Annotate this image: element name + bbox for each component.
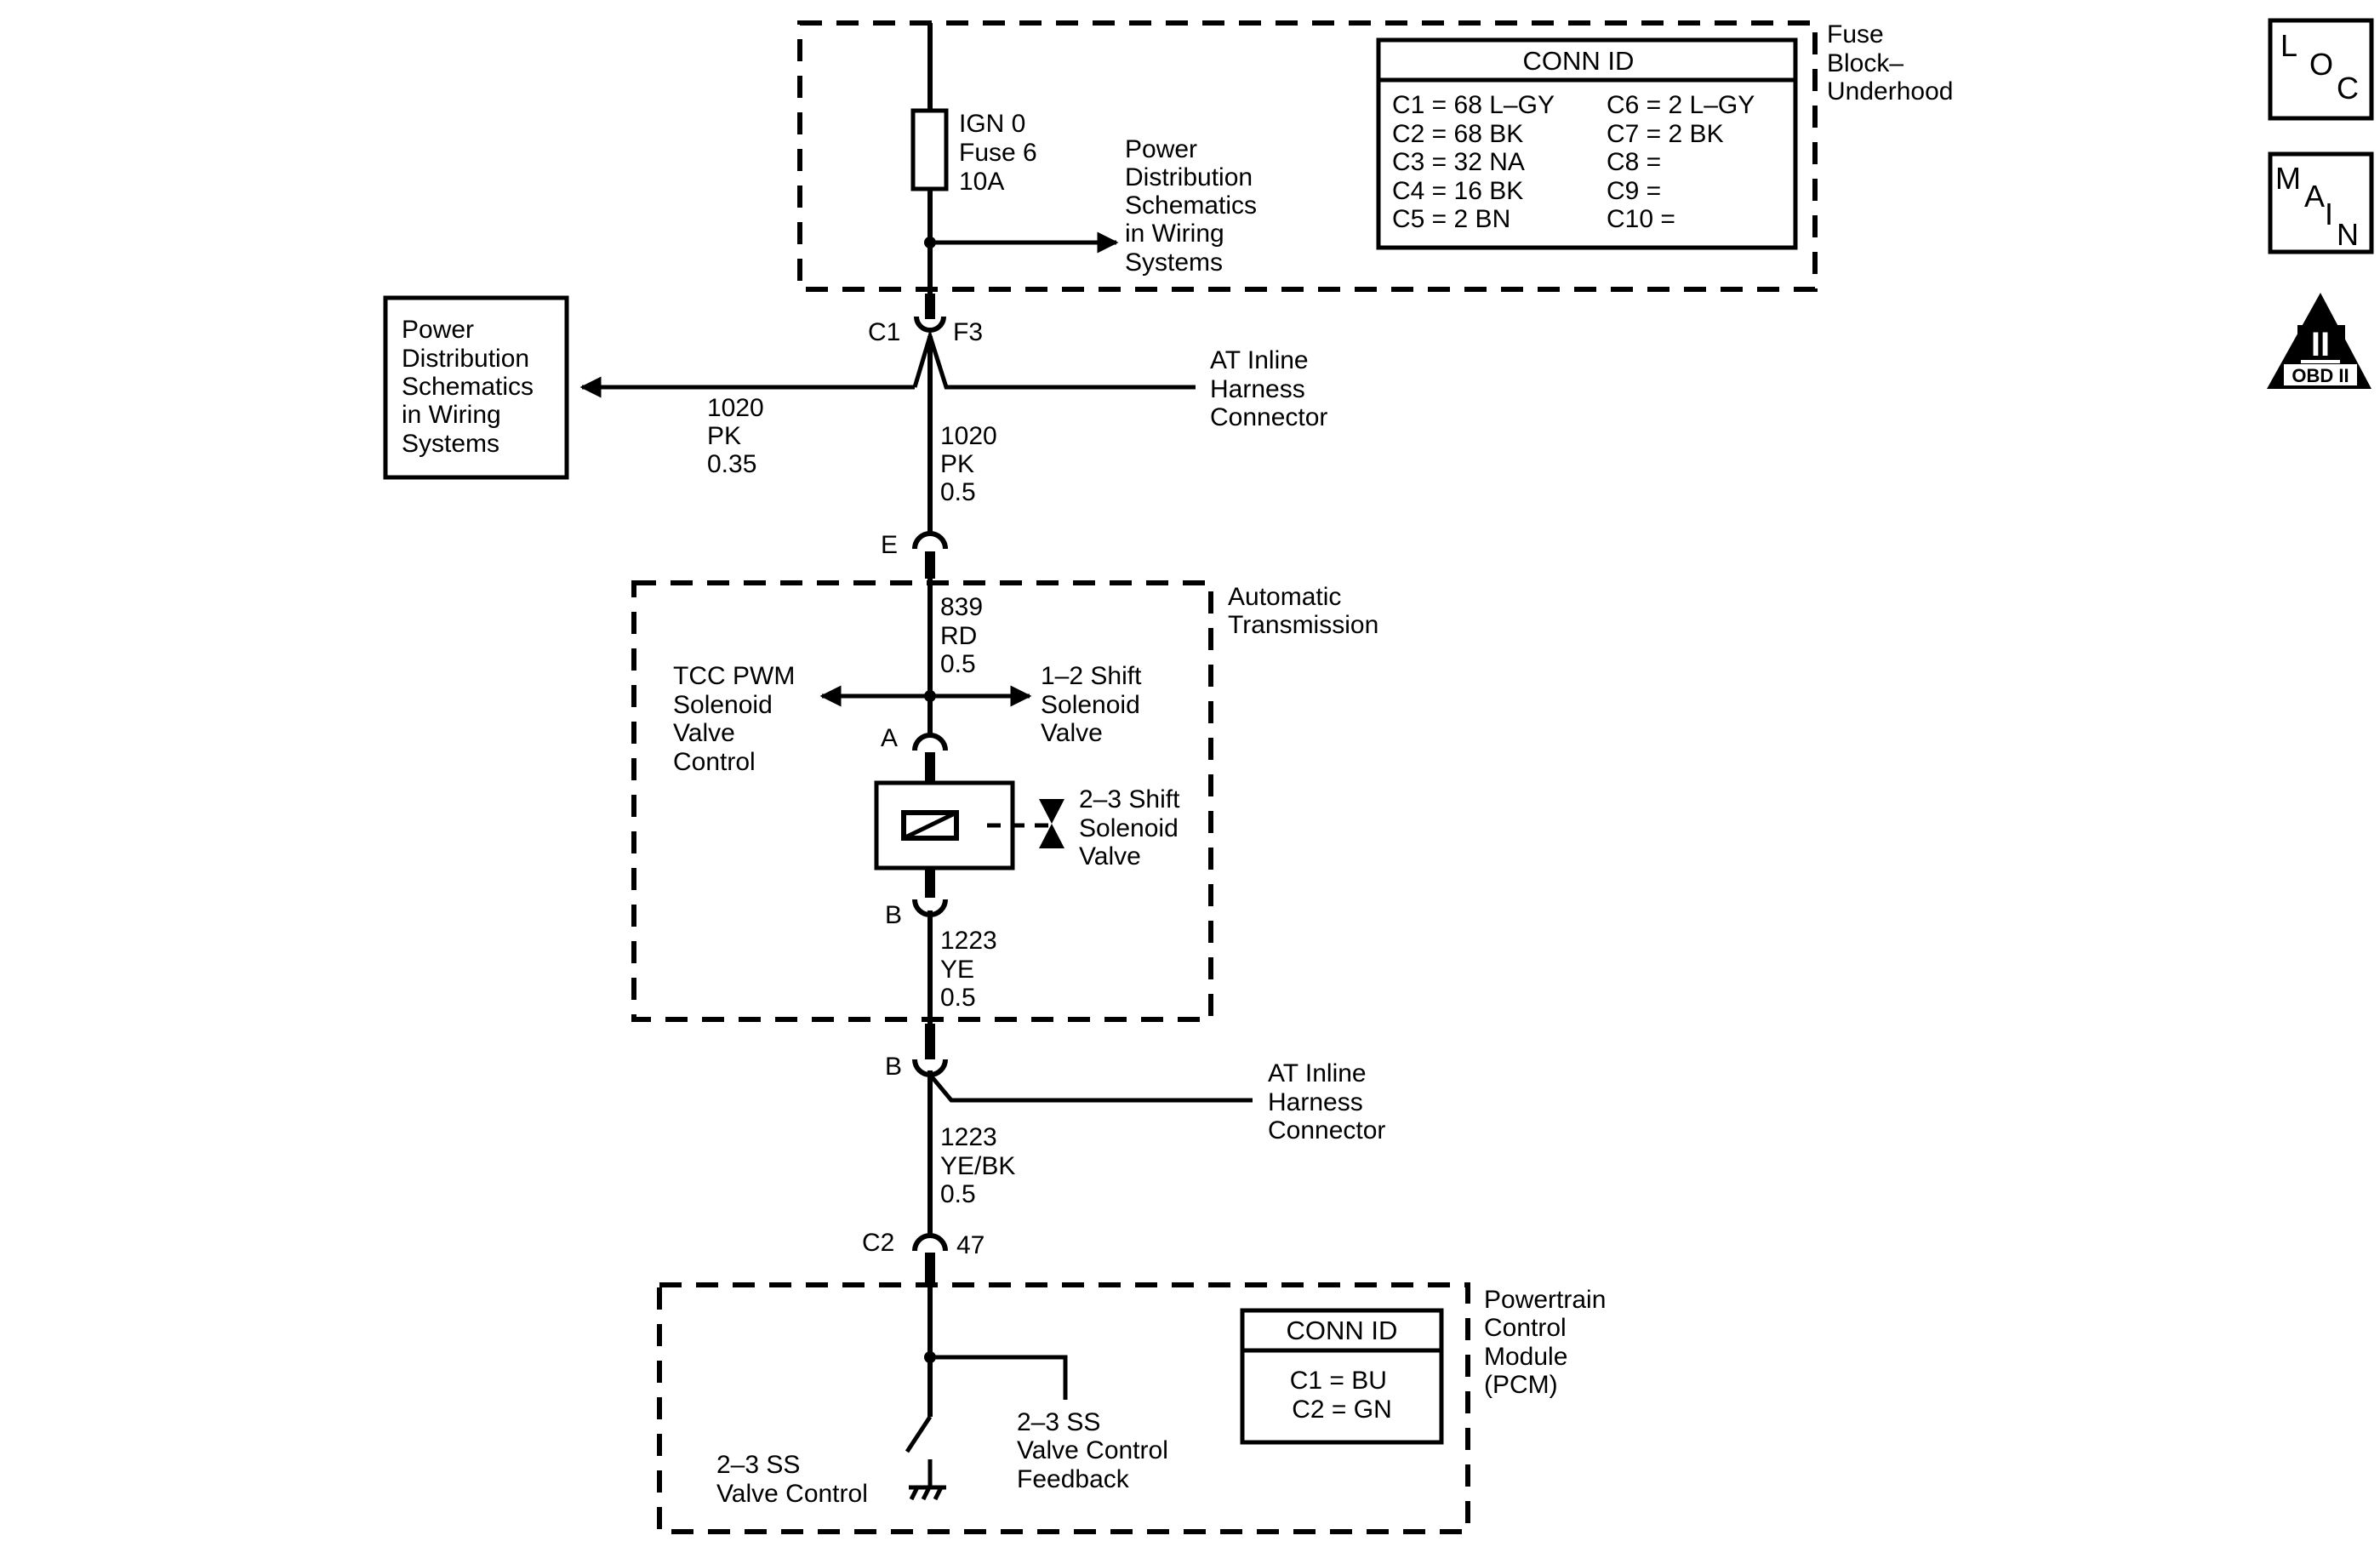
valve-control-feedback-label: 2–3 SS Valve Control Feedback (1017, 1408, 1175, 1493)
wire-1020-main-label: 1020 PK 0.5 (940, 422, 1004, 506)
at-inline-harness-label-1: AT Inline Harness Connector (1210, 346, 1327, 431)
automatic-transmission: Automatic Transmission 839 RD 0.5 TCC PW… (631, 580, 1378, 1022)
at-inline-harness-branch-2 (928, 1073, 1253, 1103)
connector-a-label: A (881, 724, 898, 752)
connector-e-label: E (881, 531, 898, 559)
svg-text:I: I (2325, 197, 2333, 231)
shift-12-label: 1–2 Shift Solenoid Valve (1041, 662, 1149, 747)
main-icon[interactable]: M A I N (2268, 151, 2374, 254)
power-distribution-box-left[interactable]: Power Distribution Schematics in Wiring … (383, 295, 569, 480)
connector-c2-label: C2 (862, 1229, 894, 1257)
fuse-block-conn-id-table: CONN ID C1 = 68 L–GY C2 = 68 BK C3 = 32 … (1376, 37, 1798, 250)
connector-f3-label: F3 (953, 318, 983, 346)
feedback-wire (930, 1355, 1068, 1400)
obd-ii-icon[interactable]: II OBD II (2267, 293, 2371, 389)
shift-23-label: 2–3 Shift Solenoid Valve (1079, 785, 1187, 870)
solenoid-coil-diagonal (902, 810, 958, 841)
wire-1020-left-label: 1020 PK 0.35 (707, 394, 771, 478)
connector-b-harness[interactable]: B (885, 1024, 948, 1081)
svg-text:L: L (2280, 28, 2297, 63)
svg-text:II: II (2311, 326, 2330, 363)
wire-1223-label: 1223 YE 0.5 (940, 927, 1004, 1012)
fuse-label: IGN 0 Fuse 6 10A (959, 110, 1044, 196)
conn-id-box (1376, 37, 1798, 250)
tcc-pwm-label: TCC PWM Solenoid Valve Control (673, 662, 802, 776)
svg-text:O: O (2309, 47, 2333, 82)
at-inline-harness-branch-1 (912, 328, 1196, 390)
connector-c1-label: C1 (868, 318, 900, 346)
powertrain-control-module: Powertrain Control Module (PCM) 2–3 SS V… (657, 1282, 1613, 1534)
svg-text:C: C (2337, 71, 2359, 106)
valve-control-label: 2–3 SS Valve Control (716, 1451, 868, 1508)
conn-id-header: CONN ID (1523, 46, 1635, 76)
pcm-title: Powertrain Control Module (PCM) (1484, 1286, 1613, 1399)
connector-c2-47[interactable]: C2 47 (862, 1229, 985, 1283)
ground-symbol (909, 1485, 946, 1501)
conn-id-left-column: C1 = 68 L–GY C2 = 68 BK C3 = 32 NA C4 = … (1392, 91, 1561, 233)
connector-47-label: 47 (956, 1231, 985, 1259)
conn-id-right-column: C6 = 2 L–GY C7 = 2 BK C8 = C9 = C10 = (1607, 91, 1761, 233)
svg-text:M: M (2275, 161, 2301, 196)
connector-a[interactable]: A (881, 724, 948, 783)
pcm-boundary (657, 1282, 1470, 1534)
connector-c1-f3[interactable]: C1 F3 (868, 294, 983, 346)
valve-symbol (1039, 799, 1064, 848)
power-distribution-ref-top: Power Distribution Schematics in Wiring … (1125, 135, 1264, 277)
loc-icon[interactable]: L O C (2268, 18, 2374, 121)
svg-text:A: A (2304, 179, 2325, 214)
connector-e[interactable]: E (881, 531, 948, 579)
power-distribution-ref-left: Power Distribution Schematics in Wiring … (402, 316, 540, 458)
fuse-block-boundary (797, 20, 1818, 292)
control-switch[interactable] (905, 1415, 933, 1453)
pcm-conn-id-header: CONN ID (1287, 1316, 1398, 1345)
connector-b-solenoid[interactable]: B (885, 868, 948, 929)
automatic-transmission-boundary (631, 580, 1213, 1022)
fuse-block-title: Fuse Block– Underhood (1827, 20, 1953, 106)
pcm-conn-id-box (1240, 1308, 1444, 1445)
svg-text:OBD II: OBD II (2292, 365, 2349, 386)
connector-b-solenoid-label: B (885, 901, 902, 929)
at-inline-harness-label-2: AT Inline Harness Connector (1268, 1059, 1385, 1144)
wire-1223-ye-bk-label: 1223 YE/BK 0.5 (940, 1123, 1023, 1208)
wire-839-label: 839 RD 0.5 (940, 593, 990, 678)
shift-23-solenoid[interactable] (874, 780, 1064, 870)
fuse-block: Fuse Block– Underhood IGN 0 Fuse 6 10A P… (797, 20, 1953, 292)
pcm-conn-id-table: CONN ID C1 = BU C2 = GN (1240, 1308, 1444, 1445)
automatic-transmission-title: Automatic Transmission (1228, 583, 1378, 639)
svg-text:N: N (2337, 217, 2359, 252)
pcm-conn-id-rows: C1 = BU C2 = GN (1290, 1367, 1395, 1424)
fuse-6-symbol[interactable] (910, 108, 949, 191)
connector-b-harness-label: B (885, 1053, 902, 1081)
